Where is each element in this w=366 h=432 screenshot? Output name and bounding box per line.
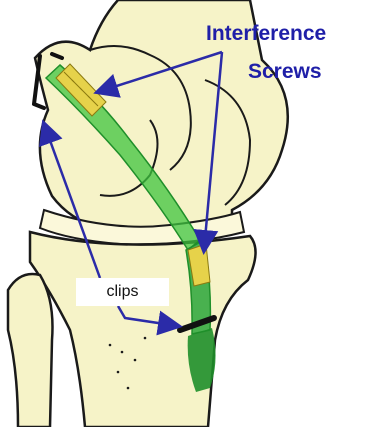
fibula-bone: [8, 274, 53, 427]
interference-screws-label-line1: Interference: [206, 22, 326, 46]
tibia-bone: [30, 232, 256, 427]
clips-label-box: clips: [76, 278, 169, 306]
interference-screws-label-line2: Screws: [248, 60, 322, 84]
clips-label: clips: [106, 283, 138, 301]
